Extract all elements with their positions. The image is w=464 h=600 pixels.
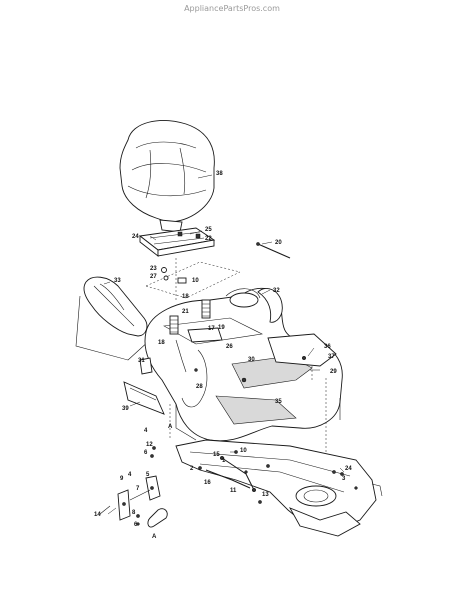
callout: 15 [213, 452, 220, 458]
callout: 5 [146, 472, 150, 478]
callout: 39 [122, 406, 129, 412]
hardware-23 [161, 267, 167, 273]
callout: 31 [138, 358, 145, 364]
leader-lines [103, 174, 345, 515]
callout: 12 [146, 442, 153, 448]
side-panel-33 [75, 276, 151, 361]
watermark: AppliancePartsPros.com [184, 4, 280, 13]
bracket-26 [175, 327, 223, 373]
lever-assembly [99, 475, 168, 528]
callout: 18 [158, 340, 165, 346]
callout: 10 [240, 448, 247, 454]
callout: A [152, 534, 157, 540]
callout: 24 [345, 466, 352, 472]
callout: A [168, 424, 173, 430]
fender-body [144, 287, 343, 442]
callout: 32 [273, 288, 280, 294]
callout: 37 [328, 354, 335, 360]
seat [119, 120, 215, 233]
seat-springs [169, 299, 211, 335]
callout: 9 [120, 476, 124, 482]
callout: 24 [132, 234, 139, 240]
callout: 19 [218, 325, 225, 331]
plate-39 [123, 381, 165, 415]
mount-plane [145, 261, 241, 299]
seat-pan [138, 227, 216, 257]
callout: 13 [262, 492, 269, 498]
rod-20 [256, 242, 291, 259]
callout: 35 [275, 399, 282, 405]
callout: 4 [144, 428, 148, 434]
hardware-27 [163, 275, 169, 281]
callout: 29 [330, 369, 337, 375]
callout: 14 [94, 512, 101, 518]
callout: 6 [134, 522, 138, 528]
callout: 11 [230, 488, 237, 494]
callout: 30 [248, 357, 255, 363]
callout: 38 [216, 171, 223, 177]
callout: 2 [190, 466, 194, 472]
callout: 27 [150, 274, 157, 280]
callout: 1 [222, 458, 226, 464]
hardware-10 [177, 277, 187, 284]
part-callouts: 38 25 22 24 23 27 10 20 33 32 18 21 17 1… [94, 171, 352, 540]
callout: 4 [128, 472, 132, 478]
frame-chassis [175, 439, 383, 537]
callout: 28 [196, 384, 203, 390]
callout: 17 [208, 326, 215, 332]
callout: 21 [182, 309, 189, 315]
callout: 7 [136, 486, 140, 492]
callout: 18 [182, 294, 189, 300]
callout: 20 [275, 240, 282, 246]
bracket-31 [139, 357, 153, 375]
callout: 6 [144, 450, 148, 456]
callout: 8 [132, 510, 136, 516]
callout: 16 [204, 480, 211, 486]
callout: 25 [205, 227, 212, 233]
callout: 23 [150, 266, 157, 272]
callout: 22 [205, 236, 212, 242]
callout: 26 [226, 344, 233, 350]
callout: 33 [114, 278, 121, 284]
callout: 36 [324, 344, 331, 350]
callout: 10 [192, 278, 199, 284]
callout: 3 [342, 476, 346, 482]
link-rods [150, 446, 344, 504]
